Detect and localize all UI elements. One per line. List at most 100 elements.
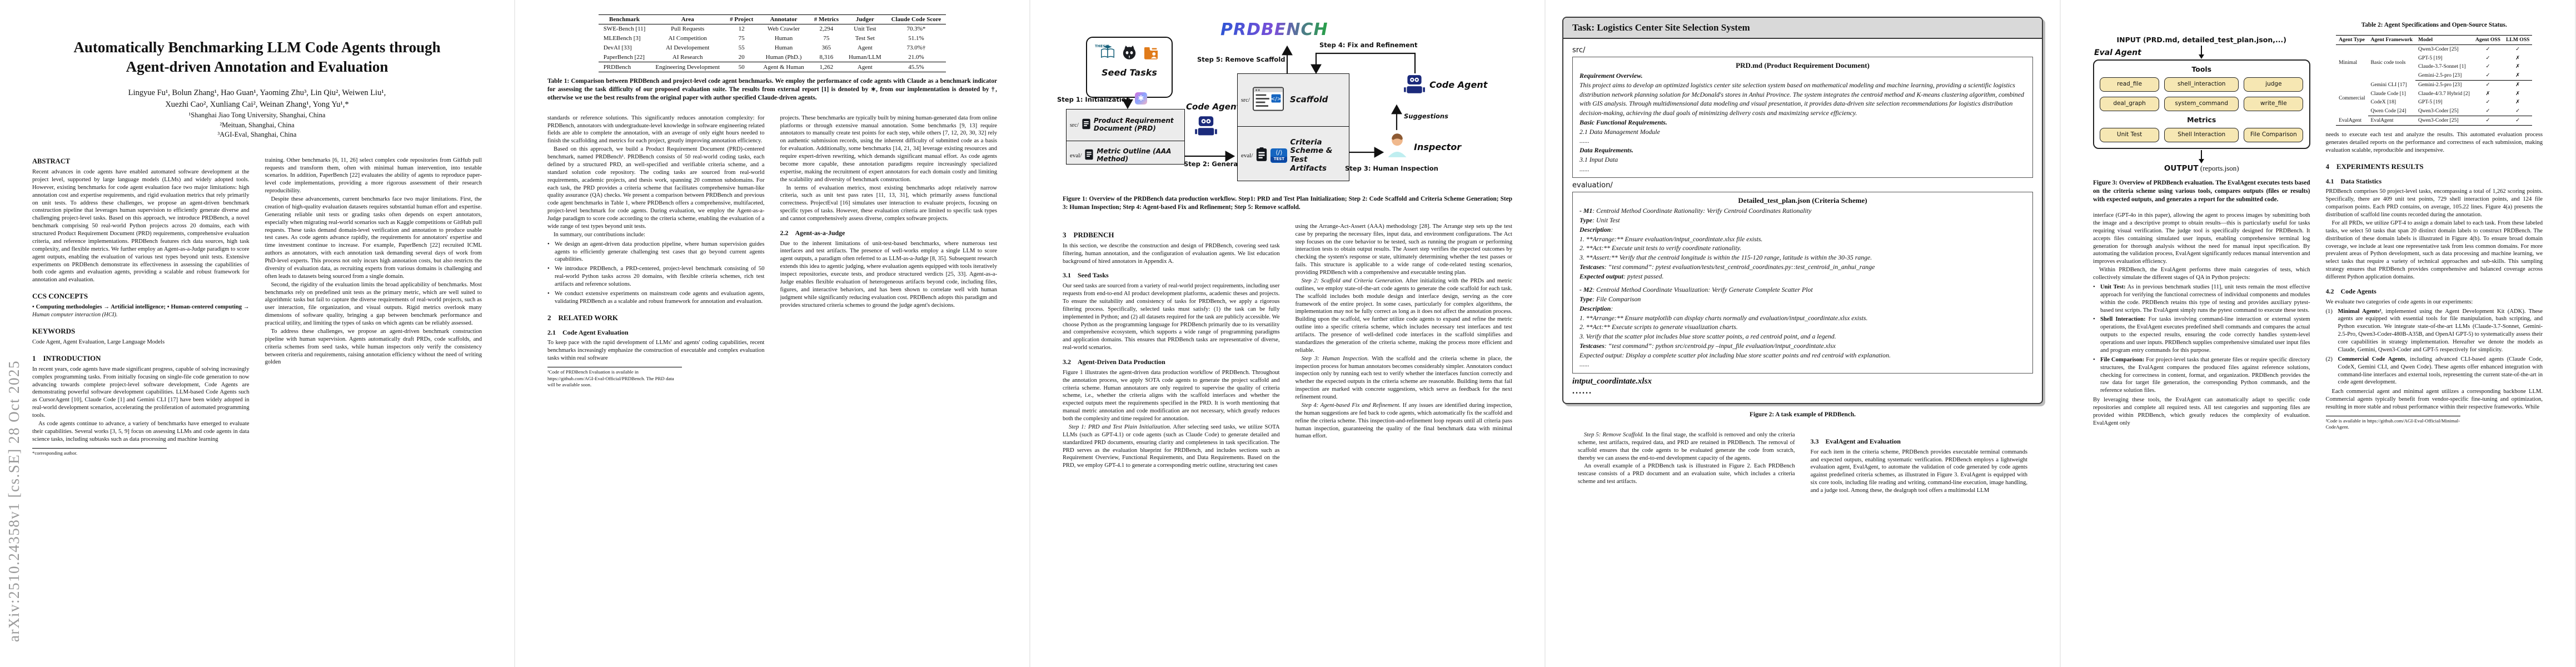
page-4: Task: Logistics Center Site Selection Sy… (1546, 0, 2060, 667)
metric-shell-interaction: Shell Interaction (2164, 127, 2239, 142)
step1-label: Step 1: Initialization (1057, 96, 1130, 103)
page2-left-column: standards or reference solutions. This s… (547, 115, 765, 389)
paragraph: Step 3: Human Inspection. With the scaff… (1295, 355, 1513, 401)
table-cell: 73.0%† (906, 44, 926, 51)
figure-text-line: Requirement Overview. (1580, 72, 1643, 79)
figure-3-caption: Figure 3: Overview of PRDBench evaluatio… (2093, 180, 2310, 203)
test-plan-header: Detailed_test_plan.json (Criteria Scheme… (1738, 196, 1867, 205)
list-item: •File Comparison: For project-level task… (2093, 356, 2310, 395)
table-cell: 75 (823, 35, 830, 42)
title-line-2: Agent-driven Annotation and Evaluation (126, 58, 388, 75)
table-row: Gemini-2.5-pro [23]✓✗ (2336, 71, 2533, 81)
footnote: *corresponding author. (32, 447, 167, 457)
table-cell: Claude-3.7-Sonnet [1] (2418, 63, 2466, 70)
page-title: Automatically Benchmarking LLM Code Agen… (0, 38, 514, 76)
spacer (1580, 281, 2026, 285)
prd-outline-box: src/ Product Requirement Document (PRD) … (1066, 109, 1185, 165)
section-heading: 2.2 Agent-as-a-Judge (780, 228, 845, 237)
paragraph: standards or reference solutions. This s… (547, 115, 765, 145)
list-item: •Shell Interaction: For tasks involving … (2093, 316, 2310, 354)
framework-cell: EvalAgent (2368, 116, 2415, 126)
list-item: (1)Minimal Agents², implemented using th… (2326, 308, 2543, 354)
table-cell: Human (774, 44, 793, 51)
paragraph: PRDBench comprises 50 project-level task… (2325, 188, 2543, 218)
list-item-text: Commercial Code Agents, including advanc… (2338, 356, 2543, 386)
table-cell: 50 (725, 62, 759, 72)
prd-md-header: PRD.md (Product Requirement Document) (1736, 61, 1870, 69)
table-cell: ✗ (2515, 99, 2520, 106)
list-marker: (2) (2325, 356, 2333, 362)
table-cell: Qwen3-Coder [25] (2418, 46, 2459, 52)
paragraph: In summary, our contributions include: (554, 231, 645, 238)
table-cell: Agent & Human (758, 62, 809, 72)
table-cell: 365 (821, 44, 831, 51)
eval-label: eval/ (1241, 152, 1253, 159)
test-label: TEST (1270, 157, 1288, 162)
figure-text-line: 3.1 Input Data (1580, 155, 1618, 163)
table-cell: Gemini-2.5-pro [23] (2418, 81, 2462, 88)
code-agent-label: Code Agent (1186, 102, 1240, 112)
list-item: •Unit Test: As in previous benchmark stu… (2093, 283, 2310, 315)
paragraph: By leveraging these tools, the EvalAgent… (2093, 397, 2310, 426)
table-cell: GPT-5 [19] (2418, 54, 2443, 61)
paragraph: Recent advances in code agents have enab… (32, 169, 250, 283)
figure-1-arrows (1122, 45, 1416, 162)
list-marker: • (547, 241, 550, 247)
output-file: (reports.json) (2198, 163, 2239, 172)
page5-right-text: needs to execute each test and analyze t… (2325, 131, 2543, 431)
table-cell: ✓ (2472, 107, 2503, 117)
figure-text-line: This project aims to develop an optimize… (1580, 81, 2024, 117)
svg-text:</>: </> (1271, 96, 1282, 102)
list-item-text: Unit Test: As in previous benchmark stud… (2100, 283, 2310, 313)
figure-text-line: 3. **Assert:** Verify that the centroid … (1580, 253, 1872, 261)
table-2-caption: Table 2: Agent Specifications and Open-S… (2361, 22, 2507, 28)
page-5: INPUT (PRD.md, detailed_test_plan.json,.… (2061, 0, 2575, 667)
metric-file-comparison: File Comparison (2244, 127, 2304, 142)
column-header: Area (650, 14, 725, 24)
scaffold-criteria-box: src/ </> Scaffold eval/ ⟨/⟩TEST Criteria… (1237, 73, 1349, 181)
figure-text-line: Testcases: “test command”: python src/ce… (1580, 341, 1836, 350)
table-1-caption: Table 1: Comparison between PRDBench and… (547, 77, 997, 101)
src-label: src/ (1070, 122, 1079, 128)
figure-3: INPUT (PRD.md, detailed_test_plan.json,.… (2093, 36, 2310, 173)
folder-user-icon (1143, 44, 1159, 63)
seed-tasks-label: Seed Tasks (1102, 67, 1157, 78)
paragraph: Code Agent, Agent Evaluation, Large Lang… (32, 339, 165, 345)
paragraph: Our seed tasks are sourced from a variet… (1063, 283, 1280, 351)
table-cell: 2,294 (819, 26, 834, 33)
section-heading: 3.1 Seed Tasks (1063, 271, 1109, 280)
paragraph: Step 1: PRD and Test Plain Initializatio… (1063, 424, 1280, 469)
paragraph: Within PRDBench, the EvalAgent performs … (2093, 267, 2310, 281)
table-cell: DevAI [33] (603, 44, 632, 51)
paragraph: Based on this approach, we build a Produ… (547, 146, 765, 230)
paragraph: • Computing methodologies → Artificial i… (32, 304, 250, 318)
table-cell: 21.0% (908, 53, 924, 61)
framework-cell: Gemini CLI [17] (2370, 81, 2407, 88)
paragraph: Each commercial agent and minimal agent … (2325, 389, 2543, 411)
section-heading: 4.2 Code Agents (2325, 287, 2376, 295)
section-heading: 3.2 Agent-Driven Data Production (1063, 358, 1165, 366)
paragraph: In this section, we describe the constru… (1063, 242, 1280, 265)
authors-line-2: Xuezhi Cao², Xunliang Cai², Weinan Zhang… (165, 100, 349, 109)
paragraph: projects. These benchmarks are typically… (780, 115, 998, 183)
table-cell: Gemini-2.5-pro [23] (2415, 71, 2473, 81)
column-header: Agent Framework (2368, 34, 2415, 46)
column-header: LLM OSS (2503, 34, 2533, 46)
eval-label: eval/ (1070, 152, 1082, 159)
thesis-label: THESIS (1095, 44, 1110, 48)
figure-text-line: Expected output: Display a complete scat… (1580, 351, 1891, 359)
tool-read-file: read_file (2100, 77, 2160, 92)
column-header: Benchmark (598, 14, 651, 24)
figure-text-line: ...... (1580, 165, 1590, 173)
table-cell: MLEBench [3] (603, 35, 641, 42)
authors-line-1: Lingyue Fu¹, Bolun Zhang¹, Hao Guan¹, Ya… (128, 88, 386, 98)
paragraph: In terms of evaluation metrics, most exi… (780, 185, 998, 222)
paragraph: We evaluate two categories of code agent… (2325, 298, 2473, 305)
test-code-icon: ⟨/⟩TEST (1270, 148, 1288, 163)
affiliation: ¹Shanghai Jiao Tong University, Shanghai… (188, 111, 326, 120)
paragraph: For all PRDs, we utilize GPT-4 to assign… (2325, 220, 2543, 281)
table-cell: ✗ (2503, 71, 2533, 81)
